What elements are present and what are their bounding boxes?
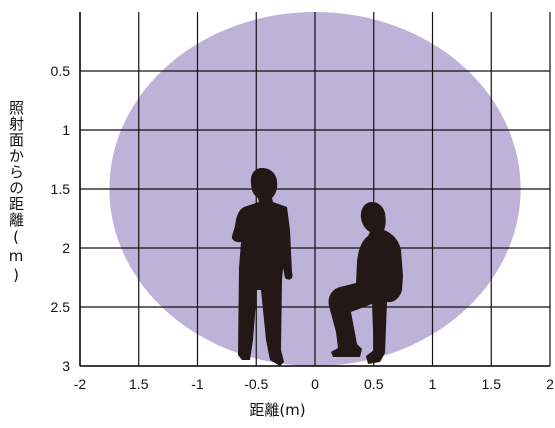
y-tick-label: 2.5 (51, 299, 71, 315)
plot-frame (79, 12, 550, 367)
x-tick-label: 2 (546, 376, 554, 392)
x-tick-labels: -2 1.5 -1 -0.5 0 0.5 1 1.5 2 (74, 376, 554, 392)
x-tick-label: 1.5 (129, 376, 149, 392)
x-tick-label: 0 (311, 376, 319, 392)
x-tick-label: -1 (191, 376, 204, 392)
y-tick-label: 0.5 (51, 63, 71, 79)
x-axis-label: 距離(m) (249, 401, 306, 419)
x-tick-label: 0.5 (364, 376, 384, 392)
y-tick-label: 1 (62, 122, 70, 138)
y-tick-label: 2 (62, 240, 70, 256)
x-tick-label: 1 (429, 376, 437, 392)
figure-layer (231, 168, 403, 366)
grid-layer (79, 12, 551, 367)
y-axis-label: 照射面からの距離(m) (7, 100, 25, 285)
x-tick-label: -0.5 (244, 376, 268, 392)
x-tick-label: -2 (74, 376, 87, 392)
y-tick-label: 3 (62, 358, 70, 374)
standing-person-silhouette (231, 168, 293, 366)
y-tick-label: 1.5 (51, 181, 71, 197)
y-tick-labels: 0.5 1 1.5 2 2.5 3 (51, 63, 71, 374)
x-tick-label: 1.5 (482, 376, 502, 392)
seated-person-silhouette (328, 202, 403, 364)
